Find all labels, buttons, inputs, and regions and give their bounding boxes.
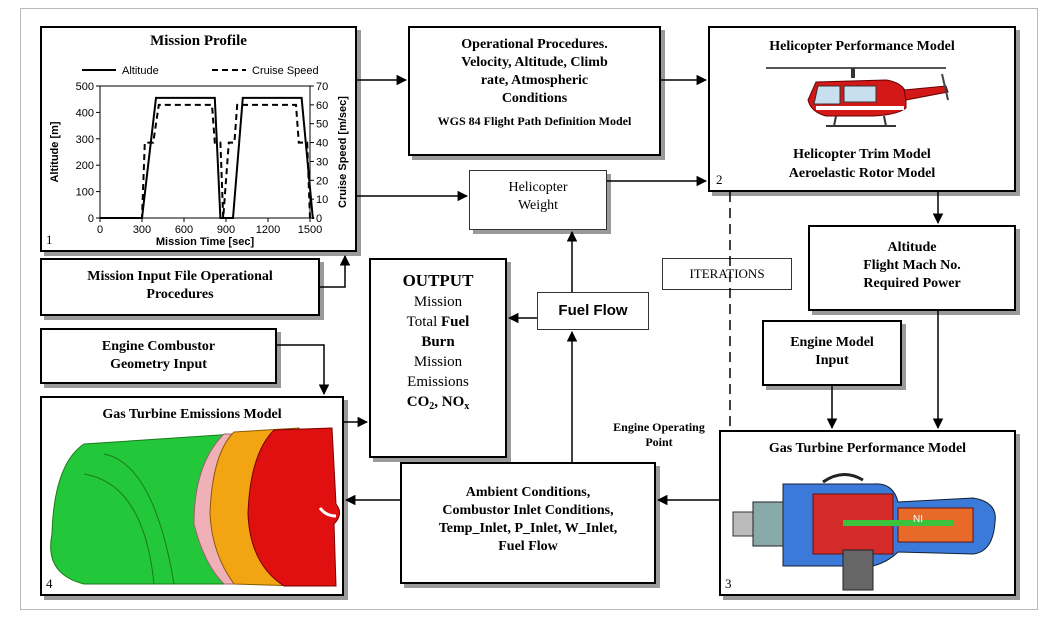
op-sub: WGS 84 Flight Path Definition Model bbox=[437, 114, 632, 128]
mission-input-line-1: Mission Input File Operational bbox=[87, 269, 273, 284]
engine-model-input-box: Engine Model Input bbox=[762, 320, 902, 386]
gas-turbine-cutaway: NI bbox=[732, 473, 996, 591]
x-tick-label: 1500 bbox=[298, 224, 322, 236]
combustor-render bbox=[50, 427, 340, 587]
altitude-label: Altitude bbox=[887, 240, 937, 255]
x-tick-label: 0 bbox=[97, 224, 103, 236]
y2-axis-label: Cruise Speed [m/sec] bbox=[337, 96, 349, 208]
engine-operating-point-label: Engine Operating Point bbox=[594, 420, 724, 450]
output-species: CO2, NOx bbox=[371, 392, 505, 417]
panel-number-1: 1 bbox=[46, 232, 53, 247]
legend-label: Altitude bbox=[122, 65, 159, 77]
output-total: Total bbox=[406, 314, 438, 330]
panel-number-4: 4 bbox=[46, 576, 53, 591]
operational-procedures-box: Operational Procedures. Velocity, Altitu… bbox=[408, 26, 661, 156]
x-tick-label: 1200 bbox=[256, 224, 280, 236]
helicopter-trim-label: Helicopter Trim Model bbox=[793, 147, 931, 162]
y2-tick-label: 30 bbox=[316, 156, 328, 168]
x-axis-label: Mission Time [sec] bbox=[156, 236, 255, 248]
y-tick-label: 300 bbox=[76, 134, 94, 146]
ambient-line-1: Ambient Conditions, bbox=[465, 485, 591, 500]
co2-subscript: 2 bbox=[429, 401, 435, 412]
y-tick-label: 0 bbox=[88, 213, 94, 225]
x-tick-label: 300 bbox=[133, 224, 151, 236]
ambient-line-4: Fuel Flow bbox=[498, 539, 558, 554]
helicopter-performance-box: Helicopter Performance Model Helicopter … bbox=[708, 26, 1016, 192]
y-tick-label: 200 bbox=[76, 160, 94, 172]
y-tick-label: 400 bbox=[76, 107, 94, 119]
engine-input-line-2: Input bbox=[815, 353, 849, 368]
mission-profile-title: Mission Profile bbox=[150, 33, 247, 49]
diagram-frame bbox=[20, 8, 1038, 610]
iterations-label: ITERATIONS bbox=[689, 266, 765, 281]
y-tick-label: 500 bbox=[76, 81, 94, 93]
mach-label: Flight Mach No. bbox=[863, 258, 961, 273]
combustor-line-1: Engine Combustor bbox=[101, 339, 216, 354]
svg-text:NI: NI bbox=[913, 514, 923, 525]
helicopter-model-title: Helicopter Performance Model bbox=[769, 39, 955, 54]
gt-performance-panel: Gas Turbine Performance Model NI 3 bbox=[719, 430, 1016, 596]
y2-tick-label: 20 bbox=[316, 175, 328, 187]
nox-subscript: x bbox=[464, 401, 470, 412]
output-burn: Burn bbox=[421, 334, 455, 350]
y2-tick-label: 50 bbox=[316, 119, 328, 131]
emissions-model-title: Gas Turbine Emissions Model bbox=[102, 407, 282, 422]
gt-performance-title: Gas Turbine Performance Model bbox=[768, 441, 967, 456]
y2-tick-label: 60 bbox=[316, 100, 328, 112]
engine-input-line-1: Engine Model bbox=[790, 335, 874, 350]
output-mission-2: Mission bbox=[413, 354, 463, 370]
combustor-line-2: Geometry Input bbox=[110, 357, 207, 372]
fuel-flow-box: Fuel Flow bbox=[537, 292, 649, 330]
eop-line-2: Point bbox=[645, 435, 673, 449]
aeroelastic-rotor-label: Aeroelastic Rotor Model bbox=[788, 166, 936, 181]
mission-input-box: Mission Input File Operational Procedure… bbox=[40, 258, 320, 316]
y2-tick-label: 0 bbox=[316, 213, 322, 225]
weight-line-1: Helicopter bbox=[508, 180, 568, 195]
y2-tick-label: 70 bbox=[316, 81, 328, 93]
panel-number-2: 2 bbox=[716, 172, 723, 187]
op-line-1: Operational Procedures. bbox=[461, 37, 608, 52]
x-tick-label: 600 bbox=[175, 224, 193, 236]
ambient-conditions-box: Ambient Conditions, Combustor Inlet Cond… bbox=[400, 462, 656, 584]
op-line-2: Velocity, Altitude, Climb bbox=[461, 55, 608, 70]
series-line-cruise-speed bbox=[100, 103, 311, 219]
fuel-flow-label: Fuel Flow bbox=[558, 302, 628, 319]
eop-line-1: Engine Operating bbox=[613, 420, 705, 434]
mission-input-line-2: Procedures bbox=[146, 287, 214, 302]
flight-condition-box: Altitude Flight Mach No. Required Power bbox=[808, 225, 1016, 311]
y-axis-label: Altitude [m] bbox=[49, 121, 61, 182]
helicopter-weight-box: Helicopter Weight bbox=[469, 170, 607, 230]
combustor-geometry-box: Engine Combustor Geometry Input bbox=[40, 328, 277, 384]
output-line-1: Mission bbox=[413, 294, 463, 310]
nox-label: , NO bbox=[434, 394, 465, 410]
series-line-altitude bbox=[100, 96, 315, 219]
output-box: OUTPUT Mission Total Fuel Burn Mission E… bbox=[369, 258, 507, 458]
co2-label: CO bbox=[406, 394, 430, 410]
y2-tick-label: 10 bbox=[316, 194, 328, 206]
emissions-model-panel: Gas Turbine Emissions Model 4 bbox=[40, 396, 344, 596]
output-emissions: Emissions bbox=[407, 374, 469, 390]
output-fuel: Fuel bbox=[441, 314, 470, 330]
power-label: Required Power bbox=[863, 276, 961, 291]
legend-label: Cruise Speed bbox=[252, 65, 319, 77]
y2-tick-label: 40 bbox=[316, 138, 328, 150]
helicopter-image bbox=[766, 67, 949, 127]
x-tick-label: 900 bbox=[217, 224, 235, 236]
ambient-line-3: Temp_Inlet, P_Inlet, W_Inlet, bbox=[438, 521, 618, 536]
op-line-3: rate, Atmospheric bbox=[480, 73, 589, 88]
plot-area bbox=[99, 85, 311, 219]
output-title: OUTPUT bbox=[402, 271, 474, 290]
weight-line-2: Weight bbox=[517, 198, 559, 213]
y-tick-label: 100 bbox=[76, 187, 94, 199]
op-line-4: Conditions bbox=[501, 91, 568, 106]
panel-number-3: 3 bbox=[725, 576, 732, 591]
iterations-box: ITERATIONS bbox=[662, 258, 792, 290]
ambient-line-2: Combustor Inlet Conditions, bbox=[442, 503, 614, 518]
